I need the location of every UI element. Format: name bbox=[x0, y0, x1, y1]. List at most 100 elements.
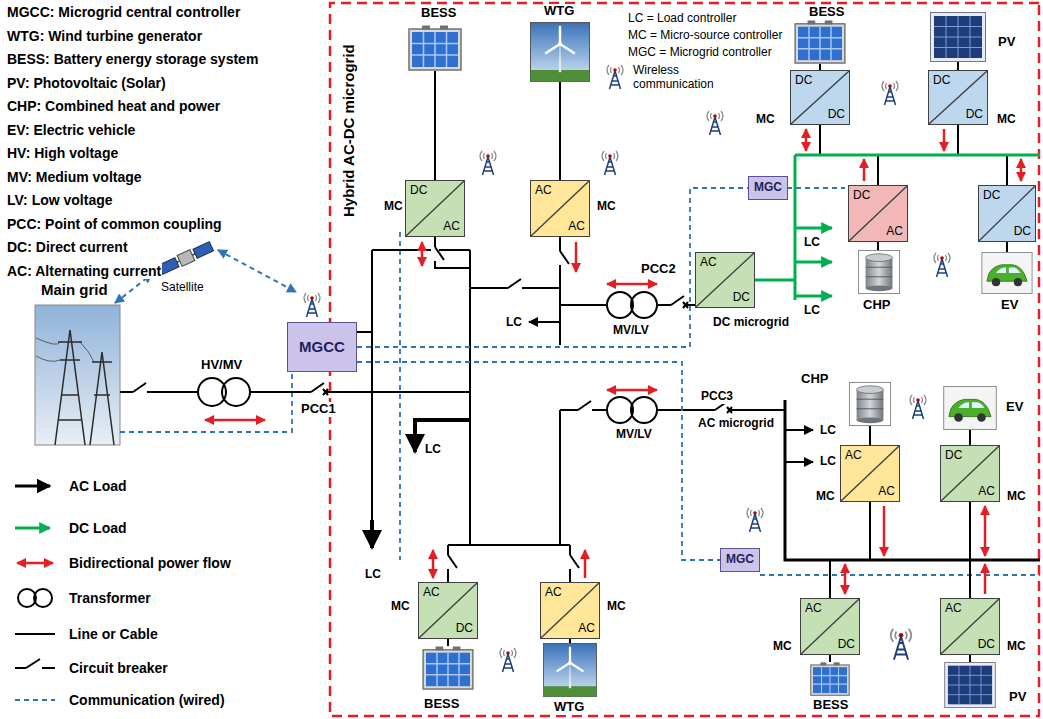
converter-box: DC AC bbox=[405, 180, 465, 237]
controller-box: MGCC bbox=[287, 322, 357, 372]
label-text: CHP bbox=[800, 372, 829, 387]
ac-load-arrow bbox=[370, 520, 374, 548]
solar-panel-icon bbox=[931, 13, 986, 62]
label-text: PV bbox=[997, 35, 1016, 50]
converter-diagonal-line bbox=[419, 583, 477, 638]
converter-text: AC bbox=[535, 184, 552, 197]
converter-text: DC bbox=[978, 638, 995, 651]
converter-box: ACAC bbox=[540, 582, 600, 639]
converter-text: DC bbox=[933, 74, 950, 87]
converter-text: AC bbox=[945, 602, 962, 615]
ac-load-arrow bbox=[785, 461, 813, 463]
converter-diagonal-line bbox=[979, 186, 1035, 241]
wind-turbine-icon bbox=[531, 23, 590, 82]
antenna-icon bbox=[891, 629, 912, 660]
converter-text: AC bbox=[805, 602, 822, 615]
converter-text: AC bbox=[545, 586, 562, 599]
label-text: PV bbox=[1008, 690, 1027, 705]
label-text: MC bbox=[596, 200, 617, 214]
converter-diagonal-line bbox=[941, 446, 999, 501]
electric-vehicle-icon bbox=[982, 252, 1032, 293]
label-text: MC bbox=[772, 640, 793, 654]
label-text: DC: Direct current bbox=[6, 239, 129, 255]
legend-text: Circuit breaker bbox=[68, 660, 169, 676]
converter-text: AC bbox=[886, 225, 903, 238]
label-text: BESS: Battery energy storage system bbox=[6, 51, 259, 67]
converter-diagonal-line bbox=[849, 186, 907, 241]
satellite-link bbox=[218, 250, 296, 292]
converter-box: DCDC bbox=[928, 70, 988, 125]
label-text: LC bbox=[364, 568, 382, 582]
converter-box: AC DC bbox=[940, 598, 1000, 655]
legend-text: Communication (wired) bbox=[68, 692, 226, 708]
converter-box: ACAC bbox=[530, 180, 590, 237]
converter-diagonal-line bbox=[801, 599, 859, 654]
legend-text: DC Load bbox=[68, 520, 128, 536]
label-text: PCC2 bbox=[640, 262, 677, 277]
dc-bus bbox=[755, 155, 1040, 300]
label-text: MC bbox=[755, 113, 776, 127]
label-text: LC = Load controller bbox=[627, 12, 737, 26]
dc-load-arrow bbox=[795, 261, 832, 264]
converter-text: DC bbox=[1014, 225, 1031, 238]
controller-box: MGC bbox=[720, 548, 760, 572]
microgrid-boundary bbox=[330, 3, 1039, 716]
battery-icon bbox=[795, 20, 845, 63]
antenna-icon bbox=[500, 648, 516, 672]
label-text: MC bbox=[383, 200, 404, 214]
legend-text: Transformer bbox=[68, 590, 152, 606]
label-text: LC bbox=[505, 316, 523, 330]
label-text: LC bbox=[819, 455, 837, 469]
label-text: DC microgrid bbox=[712, 316, 790, 330]
converter-diagonal-line bbox=[841, 446, 899, 501]
converter-text: DC bbox=[828, 108, 845, 121]
ac-load-arrow bbox=[785, 429, 813, 431]
label-text: PCC1 bbox=[300, 402, 337, 417]
label-text: HV: High voltage bbox=[6, 145, 119, 161]
label-text: MC bbox=[606, 600, 627, 614]
wired-communication bbox=[120, 188, 1040, 575]
label-text: PCC3 bbox=[700, 390, 734, 404]
legend-text: Line or Cable bbox=[68, 626, 159, 642]
label-text: PV: Photovoltaic (Solar) bbox=[6, 75, 167, 91]
label-text: LC bbox=[819, 424, 837, 438]
electric-vehicle-icon bbox=[944, 386, 997, 429]
main-grid-picture bbox=[35, 305, 120, 445]
converter-diagonal-line bbox=[531, 181, 589, 236]
converter-text: DC bbox=[410, 184, 427, 197]
legend-text: Bidirectional power flow bbox=[68, 555, 232, 571]
converter-text: AC bbox=[423, 586, 440, 599]
label-text: BESS bbox=[420, 6, 457, 21]
antenna-icon bbox=[882, 81, 898, 105]
label-text: MC = Micro-source controller bbox=[627, 29, 783, 43]
converter-box: DCDC bbox=[790, 70, 850, 125]
converter-text: DC bbox=[733, 291, 750, 304]
label-text: LC bbox=[424, 443, 442, 457]
converter-box: AC DC bbox=[695, 252, 755, 308]
label-text: CHP: Combined heat and power bbox=[6, 98, 221, 114]
label-text: MC bbox=[996, 113, 1017, 127]
dc-load-arrow bbox=[795, 295, 832, 298]
chp-icon bbox=[849, 382, 890, 425]
converter-text: AC bbox=[978, 485, 995, 498]
label-text: AC microgrid bbox=[697, 417, 775, 431]
converter-diagonal-line bbox=[941, 599, 999, 654]
converter-box: ACAC bbox=[840, 445, 900, 502]
label-text: BESS bbox=[423, 697, 460, 712]
chp-icon bbox=[858, 250, 899, 293]
circuit-breaker bbox=[133, 247, 732, 569]
converter-text: AC bbox=[700, 256, 717, 269]
label-text: MGC = Microgrid controller bbox=[627, 46, 773, 60]
label-text: BESS bbox=[808, 5, 845, 20]
converter-diagonal-line bbox=[406, 181, 464, 236]
converter-text: AC bbox=[443, 220, 460, 233]
controller-label: MGCC bbox=[299, 339, 345, 356]
label-text: Main grid bbox=[40, 281, 109, 298]
converter-diagonal-line bbox=[696, 253, 754, 307]
converter-text: DC bbox=[838, 638, 855, 651]
label-text: CHP bbox=[862, 298, 891, 313]
dc-load-arrow bbox=[795, 227, 832, 230]
converter-box: DCDC bbox=[978, 185, 1036, 242]
antenna-icon bbox=[480, 151, 496, 175]
label-text: MV/LV bbox=[615, 428, 653, 442]
